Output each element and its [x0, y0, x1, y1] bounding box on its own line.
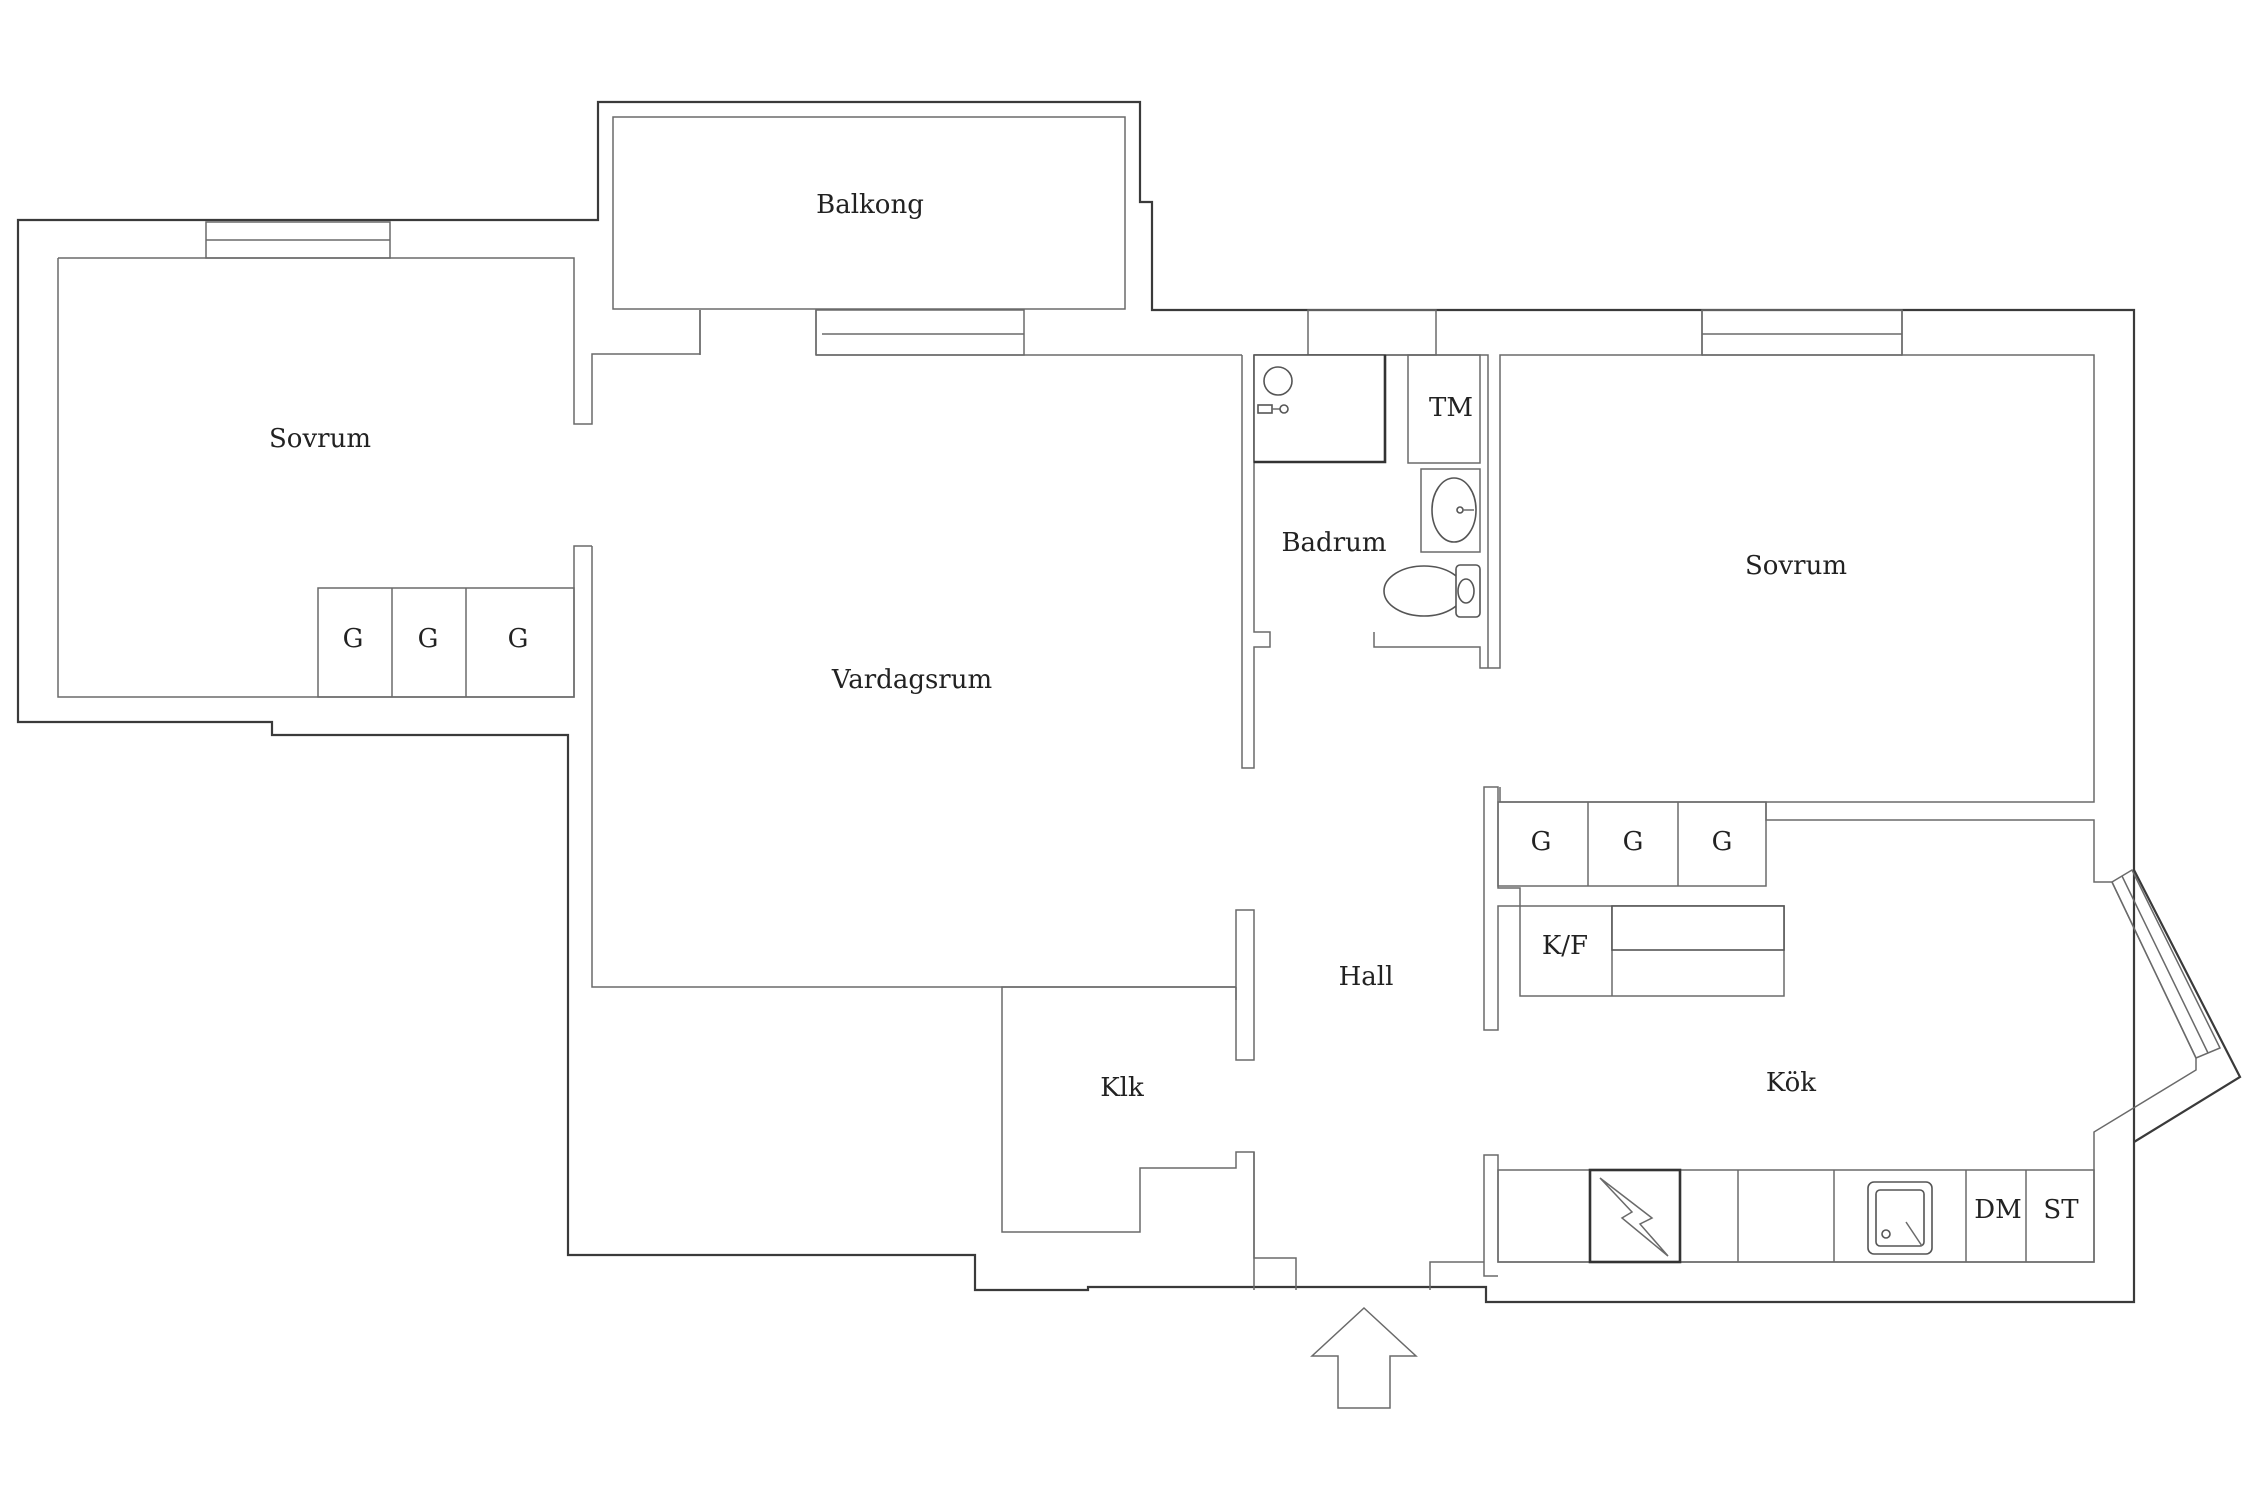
wardrobe-west [317, 587, 575, 698]
partition-central [1235, 355, 1271, 1061]
room-label-tm: TM [1429, 393, 1473, 423]
entrance-arrow-icon [1310, 1306, 1418, 1409]
room-label-vardagsrum: Vardagsrum [831, 665, 992, 695]
outer-walls [16, 100, 2242, 1304]
room-label-hall: Hall [1339, 962, 1394, 992]
balcony [612, 116, 1126, 310]
room-label-sovrum-east: Sovrum [1745, 551, 1847, 581]
wardrobe-east [1497, 801, 1767, 887]
partition-hall-kitchen [1483, 786, 1521, 1031]
bedroom-east [1488, 309, 2095, 803]
wardrobe-label: G [343, 624, 364, 654]
room-label-sovrum-west: Sovrum [269, 424, 371, 454]
wardrobe-label: G [1623, 827, 1644, 857]
room-label-balkong: Balkong [816, 190, 924, 220]
wardrobe-label: G [418, 624, 439, 654]
wardrobe-label: G [508, 624, 529, 654]
stove-unit-label: ST [2043, 1195, 2079, 1225]
room-label-klk: Klk [1100, 1073, 1144, 1103]
kitchen [1483, 802, 2222, 1277]
wardrobe-label: G [1531, 827, 1552, 857]
closet-klk [1001, 986, 1484, 1290]
living-room [591, 309, 1242, 988]
room-label-badrum: Badrum [1281, 528, 1386, 558]
dishwasher-label: DM [1974, 1195, 2021, 1225]
wardrobe-label: G [1712, 827, 1733, 857]
bathroom [1253, 309, 1489, 669]
room-label-kok: Kök [1766, 1068, 1816, 1098]
bedroom-west [57, 221, 701, 698]
fridge-freezer-label: K/F [1542, 931, 1588, 961]
